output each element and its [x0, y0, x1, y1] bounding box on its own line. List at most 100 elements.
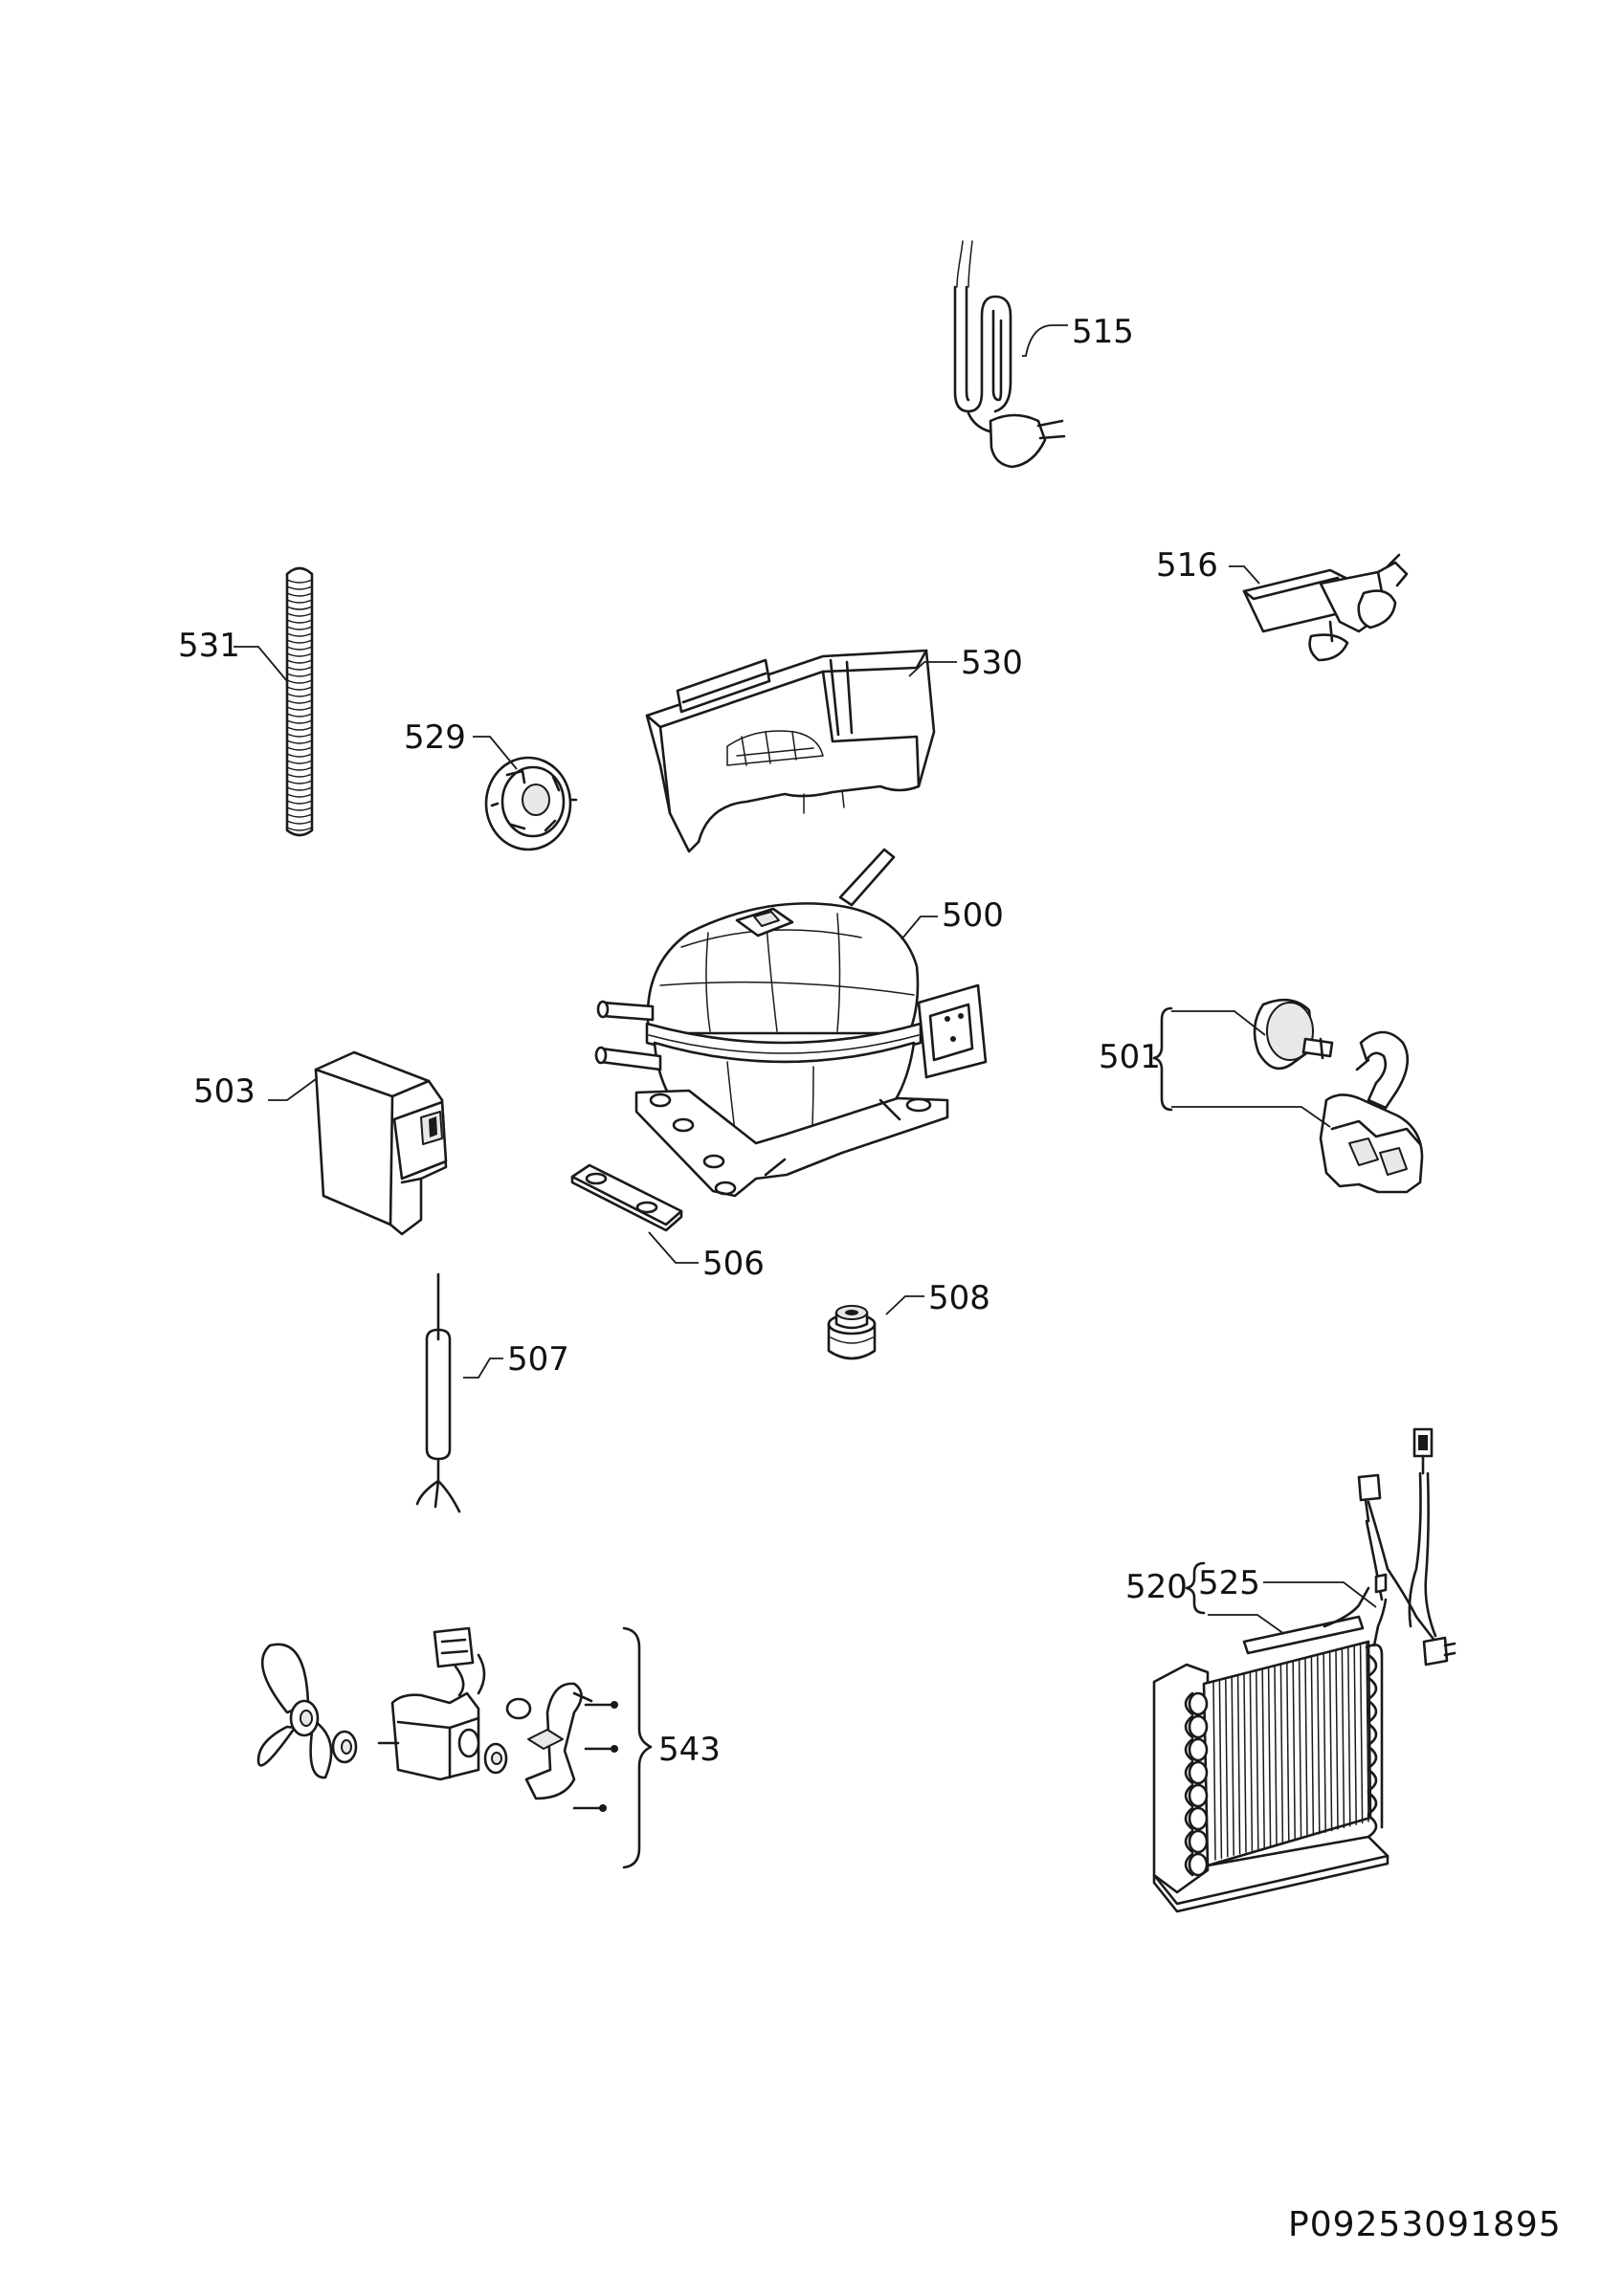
hose-rib — [286, 753, 313, 758]
condenser-fin — [1304, 1658, 1308, 1838]
condenser-tube-loop — [1184, 1806, 1194, 1831]
hose-rib — [286, 746, 313, 751]
condenser-tube-loop — [1367, 1745, 1378, 1770]
condenser-fin — [1256, 1670, 1259, 1850]
condenser-fin — [1341, 1648, 1345, 1829]
hose-rib — [286, 686, 313, 691]
condenser-tube-loop — [1184, 1852, 1194, 1877]
condenser-tube-loop — [1367, 1791, 1378, 1816]
part-531-drawing — [233, 566, 314, 837]
condenser-tube-bend — [1188, 1737, 1209, 1762]
condenser-fin — [1317, 1655, 1321, 1835]
condenser-fin — [1310, 1656, 1315, 1837]
part-515-drawing — [953, 240, 1068, 469]
condenser-fin — [1249, 1671, 1254, 1852]
condenser-fin — [1267, 1667, 1272, 1847]
hose-rib — [286, 606, 313, 610]
hose-rib — [286, 646, 313, 651]
hose-rib — [286, 592, 313, 597]
condenser-fin — [1328, 1651, 1333, 1832]
part-503-drawing — [268, 1050, 448, 1236]
condenser-fin — [1298, 1659, 1302, 1840]
hose-rib — [286, 659, 313, 664]
condenser-fin — [1279, 1664, 1284, 1844]
callout-506: 506 — [702, 1245, 765, 1283]
hose-rib — [286, 585, 313, 590]
hose-rib — [286, 780, 313, 784]
hose-rib — [286, 599, 313, 604]
hose-rib — [286, 719, 313, 724]
callout-515: 515 — [1072, 313, 1134, 351]
hose-rib — [286, 652, 313, 657]
hose-rib — [286, 612, 313, 617]
part-506-drawing — [570, 1163, 699, 1264]
callout-500: 500 — [942, 896, 1004, 935]
callout-543: 543 — [658, 1731, 721, 1769]
condenser-tube-loop — [1184, 1691, 1194, 1716]
condenser-tube-loop — [1367, 1722, 1378, 1747]
condenser-tube-loop — [1184, 1714, 1194, 1739]
condenser-fin — [1261, 1668, 1265, 1848]
condenser-fin — [1286, 1663, 1290, 1843]
condenser-tube-loop — [1367, 1653, 1378, 1678]
condenser-tube-loop — [1367, 1814, 1378, 1839]
callout-529: 529 — [404, 718, 466, 757]
part-530-drawing — [645, 649, 957, 853]
condenser-fin — [1218, 1679, 1223, 1860]
hose-rib — [286, 760, 313, 764]
hose-rib — [286, 806, 313, 811]
condenser-fin — [1359, 1644, 1364, 1824]
hose-rib — [286, 733, 313, 738]
part-520-drawing — [1152, 1427, 1456, 1913]
callout-516: 516 — [1156, 546, 1218, 585]
hose-rib — [286, 726, 313, 731]
condenser-fin — [1225, 1678, 1229, 1858]
hose-rib — [286, 693, 313, 697]
condenser-fin — [1243, 1673, 1247, 1853]
hose-rib — [286, 800, 313, 805]
condenser-fin — [1323, 1653, 1326, 1833]
hose-rib — [286, 699, 313, 704]
diagram-code: P09253091895 — [1288, 2205, 1562, 2244]
hose-rib — [286, 619, 313, 624]
part-529-drawing — [473, 736, 578, 851]
hose-rib — [286, 632, 313, 637]
condenser-tube-loop — [1184, 1829, 1194, 1854]
hose-rib — [286, 679, 313, 684]
hose-rib — [286, 740, 313, 744]
hose-rib — [286, 786, 313, 791]
condenser-tube-loop — [1184, 1783, 1194, 1808]
condenser-tube-bend — [1188, 1760, 1209, 1785]
condenser-fin — [1274, 1666, 1278, 1845]
condenser-tube-bend — [1188, 1852, 1209, 1877]
condenser-fin — [1335, 1650, 1339, 1830]
part-501-drawing — [1152, 998, 1424, 1194]
condenser-tube-loop — [1367, 1768, 1378, 1793]
hose-rib — [286, 639, 313, 644]
hose-rib — [286, 673, 313, 677]
callout-508: 508 — [928, 1279, 990, 1317]
condenser-tube-loop — [1184, 1737, 1194, 1762]
callout-530: 530 — [961, 644, 1023, 682]
hose-rib — [286, 713, 313, 718]
part-543-drawing — [256, 1626, 653, 1869]
condenser-tube-bend — [1188, 1783, 1209, 1808]
condenser-fin — [1212, 1681, 1216, 1861]
condenser-tube-loop — [1184, 1760, 1194, 1785]
hose-rib — [286, 766, 313, 771]
condenser-tube-loop — [1367, 1699, 1378, 1724]
condenser-tube-bend — [1188, 1829, 1209, 1854]
callout-503: 503 — [193, 1072, 256, 1111]
condenser-tube-bend — [1188, 1806, 1209, 1831]
condenser-tube-bend — [1188, 1691, 1209, 1716]
part-507-drawing — [415, 1272, 503, 1513]
hose-rib — [286, 793, 313, 798]
hose-rib — [286, 820, 313, 825]
condenser-tube-loop — [1367, 1676, 1378, 1701]
hose-rib — [286, 827, 313, 831]
callout-501: 501 — [1099, 1038, 1161, 1076]
hose-rib — [286, 579, 313, 584]
callout-507: 507 — [507, 1340, 569, 1379]
condenser-fin — [1231, 1676, 1234, 1856]
